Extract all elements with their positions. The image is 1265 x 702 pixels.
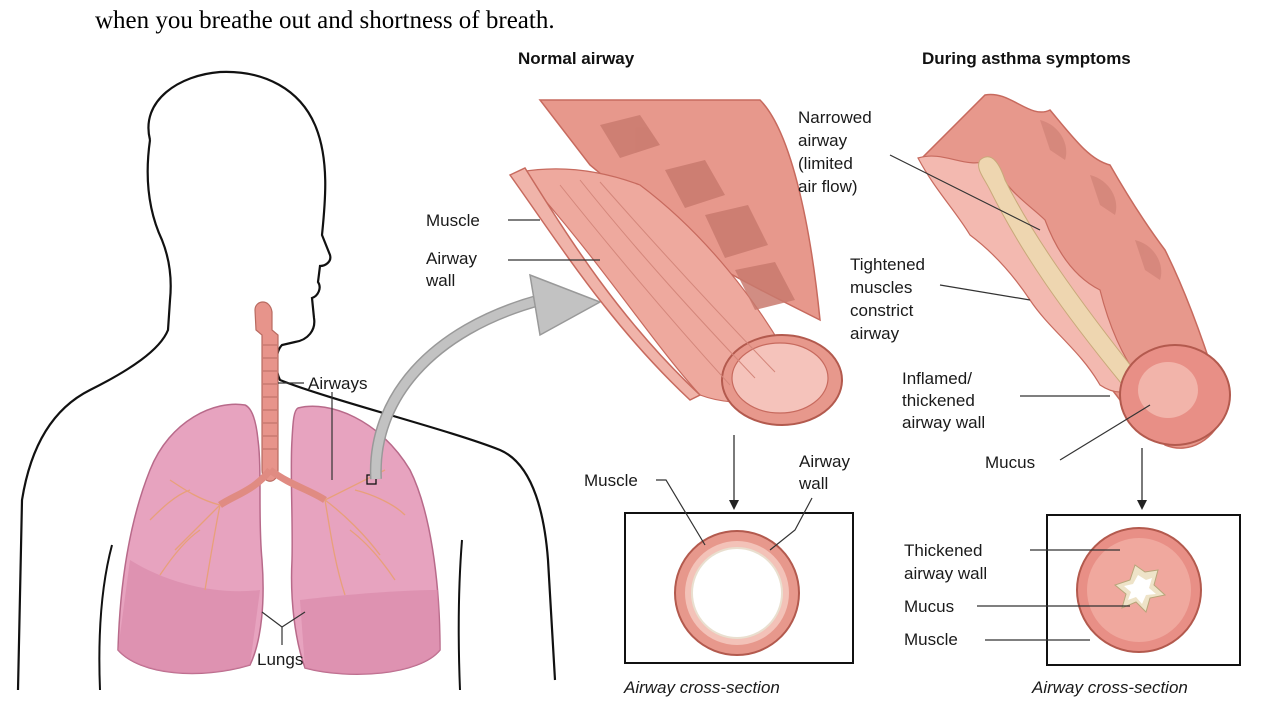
label-normal-wall-1: Airway bbox=[426, 249, 478, 268]
svg-text:constrict: constrict bbox=[850, 301, 914, 320]
label-inflamed-wall: Inflamed/ thickened airway wall bbox=[902, 369, 985, 432]
svg-text:muscles: muscles bbox=[850, 278, 912, 297]
svg-text:Narrowed: Narrowed bbox=[798, 108, 872, 127]
heading-normal-airway: Normal airway bbox=[518, 49, 635, 68]
label-cs-asthma-mucus: Mucus bbox=[904, 597, 954, 616]
label-lungs: Lungs bbox=[257, 650, 303, 669]
svg-text:airway wall: airway wall bbox=[902, 413, 985, 432]
normal-airway-tube bbox=[510, 100, 842, 425]
intro-sentence: when you breathe out and shortness of br… bbox=[95, 7, 555, 34]
svg-text:Inflamed/: Inflamed/ bbox=[902, 369, 972, 388]
svg-text:airway: airway bbox=[798, 131, 848, 150]
heading-asthma: During asthma symptoms bbox=[922, 49, 1131, 68]
label-cs-normal-wall-2: wall bbox=[798, 474, 828, 493]
label-cs-normal-wall-1: Airway bbox=[799, 452, 851, 471]
label-tightened-muscles: Tightened muscles constrict airway bbox=[850, 255, 925, 343]
label-asthma-mucus: Mucus bbox=[985, 453, 1035, 472]
label-airways: Airways bbox=[308, 374, 368, 393]
body-silhouette bbox=[18, 72, 555, 690]
svg-text:airway: airway bbox=[850, 324, 900, 343]
label-normal-muscle: Muscle bbox=[426, 211, 480, 230]
label-normal-wall-2: wall bbox=[425, 271, 455, 290]
svg-text:thickened: thickened bbox=[902, 391, 975, 410]
caption-normal: Airway cross-section bbox=[623, 678, 780, 697]
zoom-arrow bbox=[376, 275, 600, 479]
lungs-illustration bbox=[118, 302, 440, 674]
svg-text:air flow): air flow) bbox=[798, 177, 858, 196]
svg-text:(limited: (limited bbox=[798, 154, 853, 173]
label-narrowed-airway: Narrowed airway (limited air flow) bbox=[798, 108, 872, 196]
normal-cross-section bbox=[675, 531, 799, 655]
asthma-cross-section bbox=[1077, 528, 1201, 652]
label-cs-thickened-1: Thickened bbox=[904, 541, 982, 560]
label-cs-asthma-muscle: Muscle bbox=[904, 630, 958, 649]
caption-asthma: Airway cross-section bbox=[1031, 678, 1188, 697]
label-cs-thickened-2: airway wall bbox=[904, 564, 987, 583]
svg-text:Tightened: Tightened bbox=[850, 255, 925, 274]
label-cs-normal-muscle: Muscle bbox=[584, 471, 638, 490]
